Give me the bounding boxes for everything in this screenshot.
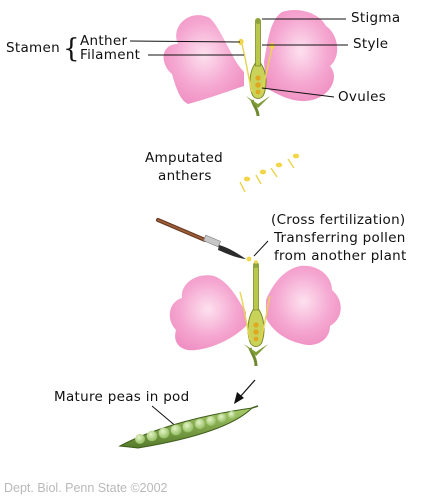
leader-transfer — [253, 240, 269, 257]
label-mature-peas: Mature peas in pod — [54, 389, 190, 405]
style-bottom — [253, 265, 259, 311]
petal-bottom-right — [266, 265, 341, 346]
label-filament: Filament — [80, 47, 140, 63]
ovules-bottom — [253, 322, 259, 342]
pollen-on-stigma — [254, 260, 258, 264]
arrow-to-pod — [234, 379, 256, 404]
filament-top-right — [261, 47, 273, 93]
stigma-bottom — [253, 262, 259, 268]
label-stamen: Stamen — [6, 40, 60, 56]
ovules-top — [255, 75, 261, 95]
filament-bottom-left — [239, 291, 251, 341]
petal-left — [163, 15, 244, 104]
flower-bottom — [169, 260, 341, 367]
paintbrush — [156, 218, 252, 262]
sepal-top — [246, 96, 270, 108]
label-amputated-line1: Amputated — [145, 150, 223, 166]
leader-anther — [129, 40, 241, 43]
sepal-bottom — [244, 344, 268, 356]
label-ovules: Ovules — [338, 89, 386, 105]
label-amputated-line2: anthers — [158, 168, 212, 184]
anther-top-right — [269, 42, 275, 50]
anther-top-left — [238, 38, 244, 46]
filament-bottom-right — [260, 295, 271, 341]
label-anther: Anther — [80, 33, 127, 49]
label-transferring-line1: Transferring pollen — [273, 230, 406, 246]
credit-text: Dept. Biol. Penn State ©2002 — [4, 481, 168, 495]
stigma-top — [255, 18, 261, 24]
label-cross-fertilization: (Cross fertilization) — [271, 212, 406, 228]
label-stigma: Stigma — [351, 10, 400, 26]
flower-top — [163, 9, 338, 117]
label-transferring-line2: from another plant — [274, 248, 407, 264]
brace-stamen: { — [63, 34, 80, 64]
petal-right — [264, 9, 338, 102]
leader-ovules — [261, 87, 335, 98]
amputated-anthers — [239, 153, 300, 193]
peas — [135, 411, 236, 444]
filament-top-left — [241, 43, 253, 93]
label-style: Style — [353, 36, 388, 52]
style-top — [255, 21, 261, 67]
petal-bottom-left — [169, 275, 246, 351]
pea-pod — [118, 405, 259, 449]
